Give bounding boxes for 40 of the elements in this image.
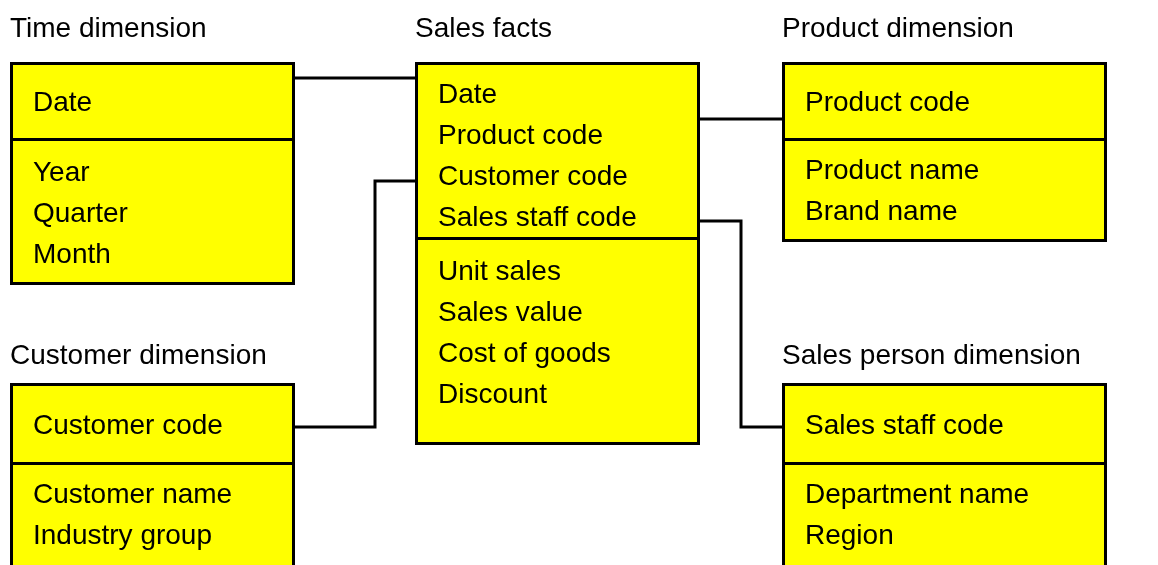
field-name: Month bbox=[33, 237, 112, 271]
attribute-section bbox=[10, 462, 295, 565]
connector-line bbox=[295, 76, 415, 80]
key-section bbox=[10, 62, 295, 141]
field-name: Sales value bbox=[438, 295, 584, 329]
field-name: Discount bbox=[438, 377, 548, 411]
key-section bbox=[10, 383, 295, 465]
table-title: Sales person dimension bbox=[782, 338, 1082, 372]
field-name: Unit sales bbox=[438, 254, 562, 288]
attribute-section bbox=[415, 237, 700, 445]
field-name: Customer code bbox=[438, 159, 629, 193]
table-title: Customer dimension bbox=[10, 338, 268, 372]
field-name: Cost of goods bbox=[438, 336, 612, 370]
field-name: Year bbox=[33, 155, 91, 189]
field-name: Product name bbox=[805, 153, 981, 187]
field-name: Sales staff code bbox=[438, 200, 638, 234]
field-name: Region bbox=[805, 518, 895, 552]
field-name: Product code bbox=[805, 85, 971, 119]
field-name: Brand name bbox=[805, 194, 959, 228]
attribute-section bbox=[782, 462, 1107, 565]
table-title: Product dimension bbox=[782, 11, 1015, 45]
field-name: Quarter bbox=[33, 196, 129, 230]
field-name: Customer code bbox=[33, 407, 224, 442]
table-title: Sales facts bbox=[415, 11, 553, 45]
connector-line bbox=[700, 117, 782, 121]
connector-line bbox=[700, 219, 782, 429]
key-section bbox=[782, 62, 1107, 141]
field-name: Industry group bbox=[33, 518, 213, 552]
field-name: Date bbox=[33, 85, 94, 119]
attribute-section bbox=[10, 138, 295, 285]
key-section bbox=[415, 62, 700, 240]
field-name: Customer name bbox=[33, 477, 234, 511]
field-name: Product code bbox=[438, 118, 604, 152]
table-title: Time dimension bbox=[10, 11, 208, 45]
key-section bbox=[782, 383, 1107, 465]
field-name: Department name bbox=[805, 477, 1031, 511]
field-name: Date bbox=[438, 77, 499, 111]
attribute-section bbox=[782, 138, 1107, 242]
connector-line bbox=[295, 179, 415, 429]
field-name: Sales staff code bbox=[805, 407, 1005, 442]
